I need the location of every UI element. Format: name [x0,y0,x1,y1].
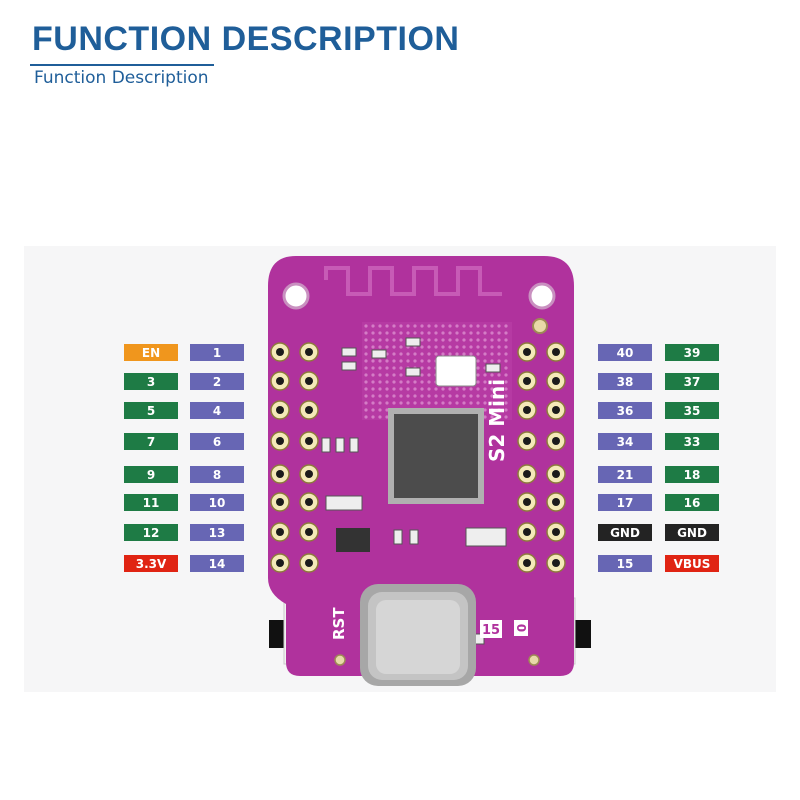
pin-label-right-inner-5: 21 [598,466,652,483]
header-hole [552,559,560,567]
mounting-hole-right [528,282,556,310]
pin-label-right-outer-5: 18 [665,466,719,483]
header-hole [305,528,313,536]
pin-label-right-outer-2: 37 [665,373,719,390]
button-0-silkscreen: 0 [514,620,529,636]
test-pad [528,654,540,666]
header-hole [523,348,531,356]
pin-label-left-inner-8: 14 [190,555,244,572]
header-hole [552,348,560,356]
pin-label-left-outer-5: 9 [124,466,178,483]
pin-label-right-outer-6: 16 [665,494,719,511]
page-title: FUNCTION DESCRIPTION [32,20,460,58]
pin-label-right-inner-6: 17 [598,494,652,511]
header-hole [305,348,313,356]
via-field [362,322,512,420]
header-hole [523,498,531,506]
pin-label-right-inner-7: GND [598,524,652,541]
pin-label-right-outer-7: GND [665,524,719,541]
pin-label-right-outer-3: 35 [665,402,719,419]
header-hole [305,559,313,567]
title-underline [30,64,214,66]
pin-label-left-outer-1: EN [124,344,178,361]
pin-label-right-outer-8: VBUS [665,555,719,572]
reset-label: RST [330,607,348,640]
header-hole [305,498,313,506]
antenna-trace [324,266,502,296]
pin-header-holes [270,342,566,573]
pin-label-right-inner-8: 15 [598,555,652,572]
pin-label-left-inner-7: 13 [190,524,244,541]
pin-label-left-outer-7: 12 [124,524,178,541]
pin-label-left-outer-8: 3.3V [124,555,178,572]
pin-label-left-inner-5: 8 [190,466,244,483]
header-hole [276,348,284,356]
header-hole [523,437,531,445]
test-pad [334,654,346,666]
header-hole [523,470,531,478]
pin-label-left-inner-2: 2 [190,373,244,390]
usb-c-connector [360,584,476,686]
header-hole [276,470,284,478]
pin-label-right-inner-2: 38 [598,373,652,390]
pin-label-left-inner-4: 6 [190,433,244,450]
voltage-regulator [336,528,370,552]
header-hole [552,406,560,414]
model-silkscreen: S2 Mini [485,379,509,462]
esp32-s2-chip [388,408,484,504]
pin-label-left-outer-3: 5 [124,402,178,419]
mounting-hole-left [282,282,310,310]
header-hole [523,406,531,414]
pin-label-right-outer-1: 39 [665,344,719,361]
header-hole [523,559,531,567]
pin-label-left-outer-6: 11 [124,494,178,511]
header-hole [552,498,560,506]
header-hole [276,377,284,385]
model-label: S2 Mini [485,379,509,462]
header-hole [552,377,560,385]
pin-label-right-inner-4: 34 [598,433,652,450]
header-hole [276,437,284,445]
page-subtitle: Function Description [34,68,209,88]
button-0-label: 0 [515,624,529,632]
test-pad [532,318,548,334]
crystal [435,355,477,387]
pin-label-left-inner-6: 10 [190,494,244,511]
pin-label-right-inner-3: 36 [598,402,652,419]
pin-label-left-outer-2: 3 [124,373,178,390]
pin-label-left-inner-3: 4 [190,402,244,419]
header-hole [276,528,284,536]
reset-silkscreen: RST [330,607,348,640]
pin-label-left-outer-4: 7 [124,433,178,450]
header-hole [276,559,284,567]
pin-label-right-outer-4: 33 [665,433,719,450]
header-hole [305,470,313,478]
header-hole [552,437,560,445]
header-hole [305,406,313,414]
header-hole [552,528,560,536]
header-hole [276,498,284,506]
gpio15-silkscreen: 15 [480,620,502,638]
pin-label-right-inner-1: 40 [598,344,652,361]
gpio15-label: 15 [482,623,500,638]
header-hole [305,377,313,385]
header-hole [305,437,313,445]
header-hole [552,470,560,478]
header-hole [276,406,284,414]
header-hole [523,528,531,536]
pin-label-left-inner-1: 1 [190,344,244,361]
header-hole [523,377,531,385]
